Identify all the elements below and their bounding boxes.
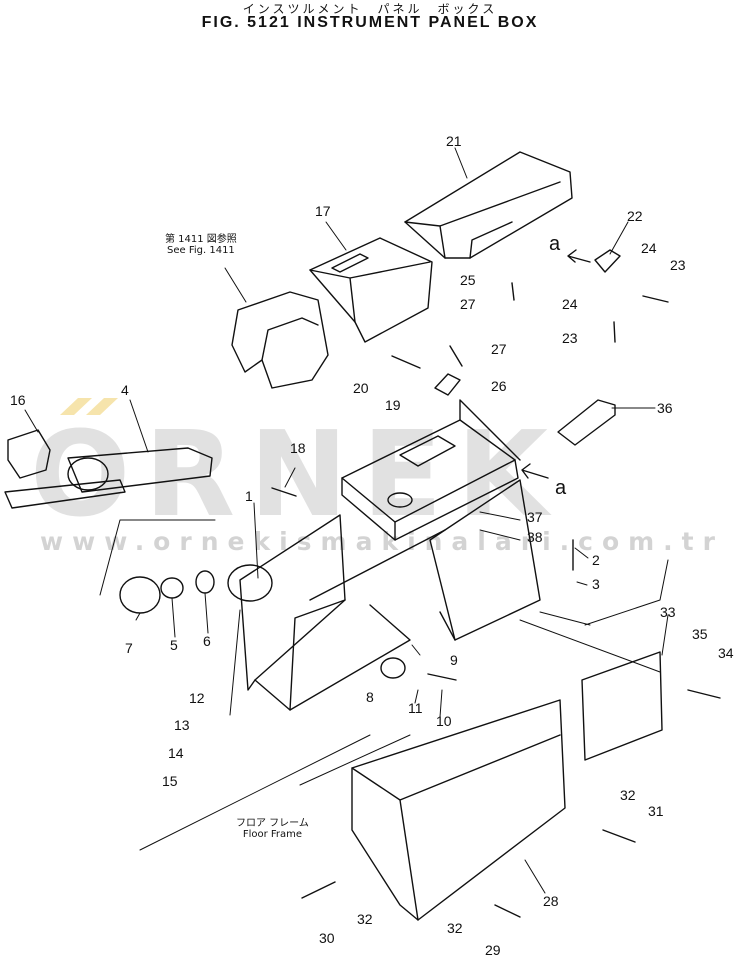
note-see-fig: 第 1411 図参照 See Fig. 1411 bbox=[165, 234, 237, 256]
part-36-plate bbox=[557, 399, 616, 446]
callout-30: 30 bbox=[319, 930, 335, 946]
callout-34: 34 bbox=[718, 645, 734, 661]
callout-23b: 23 bbox=[562, 330, 578, 346]
view-label-a-main: a bbox=[555, 477, 567, 499]
callout-31: 31 bbox=[648, 803, 664, 819]
view-label-a-top: a bbox=[549, 233, 561, 255]
view-a-arrow-top bbox=[567, 249, 591, 263]
callout-26: 26 bbox=[491, 378, 507, 394]
figure-title: FIG. 5121 INSTRUMENT PANEL BOX bbox=[201, 14, 539, 31]
callout-21: 21 bbox=[446, 133, 462, 149]
part-28-lower-cover bbox=[351, 699, 566, 921]
callout-32b: 32 bbox=[357, 911, 373, 927]
floor-frame-outline bbox=[139, 559, 669, 851]
callout-24: 24 bbox=[641, 240, 657, 256]
callout-4: 4 bbox=[121, 382, 129, 398]
part-4-tube-bracket bbox=[4, 447, 213, 509]
callout-25: 25 bbox=[460, 272, 476, 288]
callout-13: 13 bbox=[174, 717, 190, 733]
callout-23: 23 bbox=[670, 257, 686, 273]
callout-19: 19 bbox=[385, 397, 401, 413]
callout-27: 27 bbox=[460, 296, 476, 312]
part-17-cover bbox=[309, 237, 433, 343]
callout-22: 22 bbox=[627, 208, 643, 224]
note-floor-frame: フロア フレーム Floor Frame bbox=[236, 818, 309, 840]
part-16-duct bbox=[7, 429, 51, 479]
part-8-clamp bbox=[380, 657, 406, 679]
note-see-fig-jp: 第 1411 図参照 bbox=[165, 234, 237, 245]
callout-20: 20 bbox=[353, 380, 369, 396]
part-26-clip bbox=[434, 373, 461, 396]
figure-title-japanese: インスツルメント パネル ボックス bbox=[242, 2, 498, 16]
callout-7: 7 bbox=[125, 640, 133, 656]
note-see-fig-en: See Fig. 1411 bbox=[167, 245, 235, 256]
callout-18: 18 bbox=[290, 440, 306, 456]
bolts-and-fasteners bbox=[271, 282, 721, 918]
callout-37: 37 bbox=[527, 509, 543, 525]
part-1-main-frame bbox=[239, 399, 541, 711]
callout-32: 32 bbox=[620, 787, 636, 803]
callout-29: 29 bbox=[485, 942, 501, 958]
callout-33: 33 bbox=[660, 604, 676, 620]
watermark-accent bbox=[60, 398, 118, 415]
callout-1: 1 bbox=[245, 488, 253, 504]
part-33-side-panel bbox=[581, 651, 663, 761]
steering-column-cover bbox=[231, 291, 329, 389]
callout-38: 38 bbox=[527, 529, 543, 545]
callout-36: 36 bbox=[657, 400, 673, 416]
callout-11: 11 bbox=[408, 700, 423, 716]
callout-35: 35 bbox=[692, 626, 708, 642]
part-22-bracket bbox=[594, 249, 621, 273]
callout-8: 8 bbox=[366, 689, 374, 705]
callout-16: 16 bbox=[10, 392, 26, 408]
callout-6: 6 bbox=[203, 633, 211, 649]
callout-14: 14 bbox=[168, 745, 184, 761]
note-floor-frame-en: Floor Frame bbox=[242, 829, 303, 840]
callout-17: 17 bbox=[315, 203, 331, 219]
callout-5: 5 bbox=[170, 637, 178, 653]
view-a-arrow-main bbox=[521, 463, 549, 479]
callout-32c: 32 bbox=[447, 920, 463, 936]
rings-7-5-6 bbox=[119, 570, 215, 614]
watermark-logo-text: ORNEK bbox=[30, 405, 562, 543]
callout-24b: 24 bbox=[562, 296, 578, 312]
callout-10: 10 bbox=[436, 713, 452, 729]
callout-12: 12 bbox=[189, 690, 205, 706]
leader-lines bbox=[24, 147, 669, 894]
callout-15: 15 bbox=[162, 773, 178, 789]
callout-9: 9 bbox=[450, 652, 458, 668]
callout-3: 3 bbox=[592, 576, 600, 592]
callout-27b: 27 bbox=[491, 341, 507, 357]
duct-outlet bbox=[227, 564, 273, 602]
watermark-url: www.ornekismakinalari.com.tr bbox=[40, 527, 724, 556]
note-floor-frame-jp: フロア フレーム bbox=[236, 818, 309, 829]
part-21-top-cover bbox=[404, 151, 573, 259]
callout-2: 2 bbox=[592, 552, 600, 568]
callout-28: 28 bbox=[543, 893, 559, 909]
